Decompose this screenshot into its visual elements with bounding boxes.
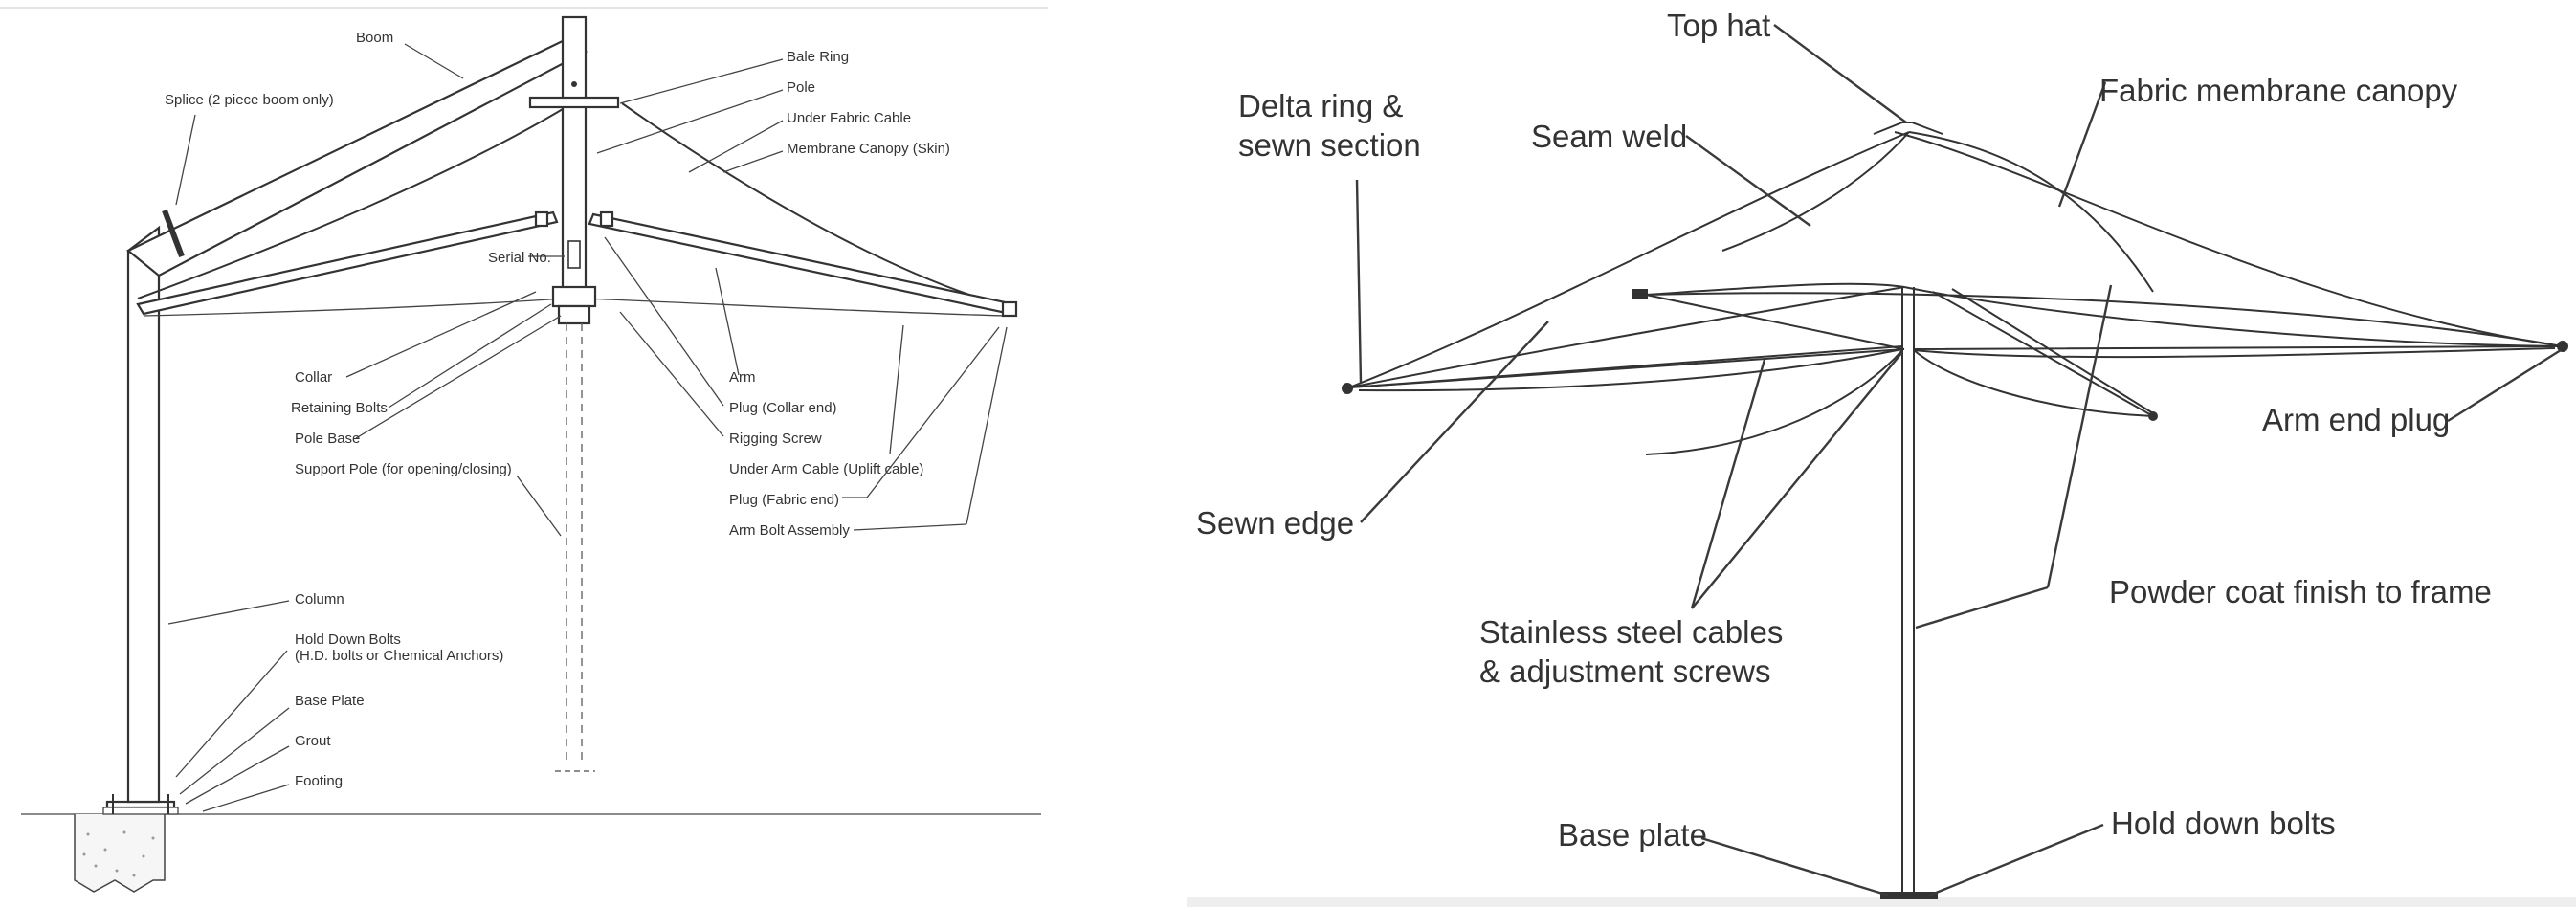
membrane-canopy — [137, 102, 573, 299]
label-serial-no: Serial No. — [488, 250, 551, 266]
label-pole-base: Pole Base — [295, 431, 361, 447]
cantilever-umbrella-drawing — [0, 7, 1048, 893]
label-stainless-cables: Stainless steel cables & adjustment scre… — [1479, 614, 1784, 690]
label-under-arm-cable: Under Arm Cable (Uplift cable) — [729, 461, 924, 477]
label-footing: Footing — [295, 773, 344, 789]
cantilever-umbrella-diagram: Boom Splice (2 piece boom only) Bale Rin… — [0, 0, 1053, 907]
footing — [74, 814, 166, 893]
label-sewn-edge: Sewn edge — [1196, 505, 1355, 541]
label-arm-bolt-assembly: Arm Bolt Assembly — [729, 522, 850, 539]
label-delta-ring: Delta ring & sewn section — [1238, 88, 1421, 164]
centre-pole-umbrella-diagram: Top hat Delta ring & sewn section Seam w… — [1187, 0, 2576, 907]
label-pole: Pole — [787, 79, 816, 96]
splice — [162, 209, 185, 258]
label-seam-weld: Seam weld — [1531, 119, 1688, 154]
base-plate — [1880, 892, 1938, 899]
label-column: Column — [295, 591, 344, 608]
label-powder-coat: Powder coat finish to frame — [2109, 574, 2492, 609]
label-top-hat: Top hat — [1667, 8, 1771, 43]
label-retaining-bolts: Retaining Bolts — [291, 400, 388, 416]
label-collar: Collar — [295, 369, 333, 386]
label-fabric-canopy: Fabric membrane canopy — [2099, 73, 2458, 108]
label-boom: Boom — [356, 30, 394, 46]
bale-ring — [528, 96, 620, 109]
boom — [125, 36, 588, 277]
label-arm-end-plug: Arm end plug — [2262, 402, 2451, 437]
label-base-plate: Base plate — [1558, 817, 1707, 852]
column — [126, 225, 161, 804]
label-hold-down-bolts: Hold down bolts — [2111, 806, 2336, 841]
grout — [102, 807, 179, 815]
label-plug-collar-end: Plug (Collar end) — [729, 400, 837, 416]
label-plug-fabric-end: Plug (Fabric end) — [729, 492, 840, 508]
label-base-plate: Base Plate — [295, 693, 365, 709]
fabric-canopy-right — [1894, 131, 2564, 347]
label-membrane-canopy: Membrane Canopy (Skin) — [787, 141, 950, 157]
label-support-pole: Support Pole (for opening/closing) — [295, 461, 512, 477]
label-bale-ring: Bale Ring — [787, 49, 850, 65]
arm-left — [136, 210, 559, 316]
top-hat — [1873, 122, 1943, 135]
label-rigging-screw: Rigging Screw — [729, 431, 822, 447]
centre-pole-umbrella-drawing — [1187, 24, 2576, 907]
label-splice: Splice (2 piece boom only) — [165, 92, 334, 108]
label-arm: Arm — [729, 369, 756, 386]
label-under-fabric-cable: Under Fabric Cable — [787, 110, 912, 126]
collar — [551, 285, 597, 308]
serial-no-plate — [567, 240, 581, 269]
label-grout: Grout — [295, 733, 331, 749]
arm-right — [588, 212, 1016, 316]
label-hold-down-bolts: Hold Down Bolts (H.D. bolts or Chemical … — [295, 631, 504, 665]
fabric-canopy-left — [1348, 131, 1910, 388]
